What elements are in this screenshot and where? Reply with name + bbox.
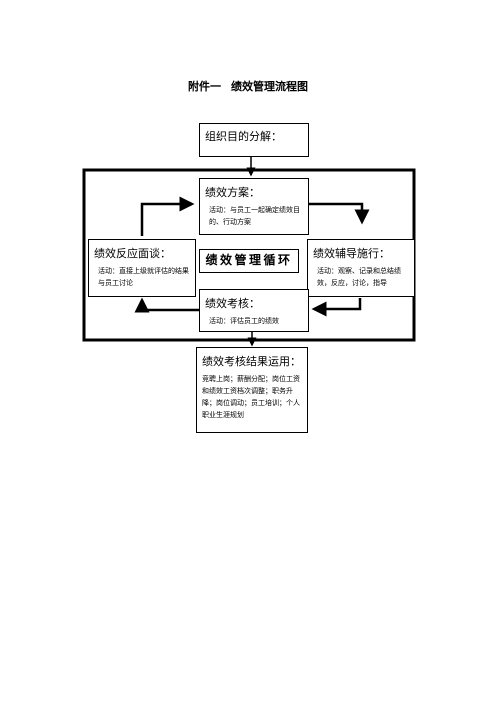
title-main: 绩效管理流程图 [231,80,308,93]
goal-decomposition-heading: 组织目的分解： [205,130,282,143]
performance-review-heading: 绩效考核： [205,297,260,310]
result-application-heading: 绩效考核结果运用： [202,355,301,368]
performance-review-activity: 活动：评估员工的绩效 [209,317,279,325]
arrow-review-to-feedback [134,297,199,313]
coaching-implementation-activity: 活动：观察、记录和总结绩效，反应，讨论，指导 [317,267,401,287]
goal-decomposition-box: 组织目的分解： [199,123,309,157]
page-title: 附件一绩效管理流程图 [0,78,496,94]
performance-review-box: 绩效考核： 活动：评估员工的绩效 [199,289,309,332]
coaching-implementation-heading: 绩效辅导施行： [313,247,390,260]
feedback-interview-box: 绩效反应面谈： 活动：直接上级就评估的结果与员工讨论 [88,239,196,297]
title-prefix: 附件一 [188,80,221,93]
arrow-coach-to-review [311,298,362,317]
coaching-implementation-box: 绩效辅导施行： 活动：观察、记录和总结绩效，反应，讨论，指导 [307,239,415,297]
arrow-plan-to-coach [308,202,370,225]
performance-plan-box: 绩效方案： 活动：与员工一起确定绩效目的、行动方案 [199,178,309,235]
arrow-feedback-to-plan [140,196,195,236]
performance-plan-heading: 绩效方案： [205,186,260,199]
feedback-interview-activity: 活动：直接上级就评估的结果与员工讨论 [98,267,189,287]
cycle-center-label: 绩效管理循环 [199,249,299,273]
result-application-box: 绩效考核结果运用： 竞聘上岗；薪酬分配；岗位工资和绩效工资档次调整；职务升降；岗… [196,347,308,433]
feedback-interview-heading: 绩效反应面谈： [94,247,171,260]
result-application-activity: 竞聘上岗；薪酬分配；岗位工资和绩效工资档次调整；职务升降；岗位调动；员工培训；个… [202,375,300,419]
performance-plan-activity: 活动：与员工一起确定绩效目的、行动方案 [209,206,300,226]
